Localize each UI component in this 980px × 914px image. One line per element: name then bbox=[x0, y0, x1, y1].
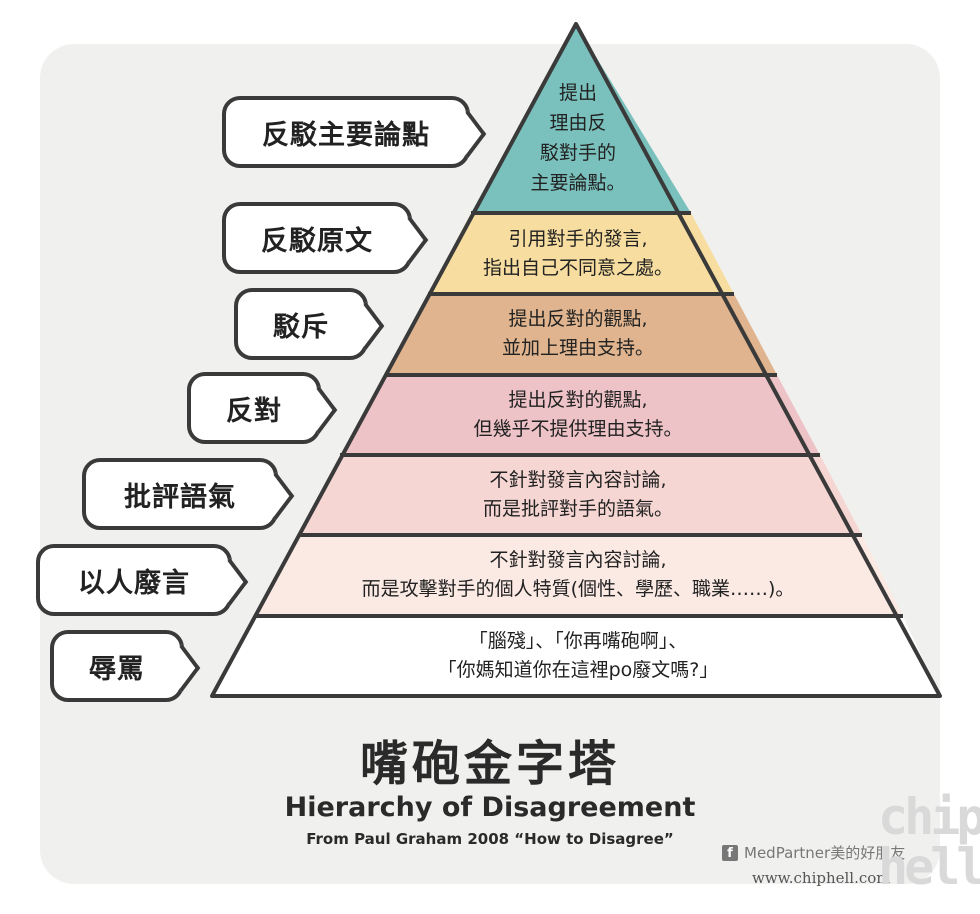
level-7-label: 反駁主要論點 bbox=[262, 119, 430, 151]
watermark-line: hell bbox=[878, 838, 980, 896]
level-7-line-4: 主要論點。 bbox=[530, 172, 626, 194]
level-3-line-2: 而是批評對手的語氣。 bbox=[482, 498, 674, 520]
level-6-line-1: 引用對手的發言, bbox=[508, 228, 648, 250]
level-3-line-1: 不針對發言內容討論, bbox=[489, 469, 667, 491]
credit-text: MedPartner美的好朋友 bbox=[744, 844, 906, 862]
pyramid-outline bbox=[210, 22, 942, 698]
credit: f MedPartner美的好朋友 bbox=[722, 842, 905, 863]
level-4-line-2: 但幾乎不提供理由支持。 bbox=[473, 418, 683, 440]
pyramid-level-6 bbox=[428, 213, 734, 294]
level-1-description: 「腦殘」、「你再嘴砲啊」、 「你媽知道你在這裡po廢文嗎?」 bbox=[438, 627, 719, 685]
level-5-line-1: 提出反對的觀點, bbox=[508, 308, 648, 330]
level-6-bubble: 反駁原文 bbox=[222, 202, 429, 274]
level-5-line-2: 並加上理由支持。 bbox=[501, 337, 655, 359]
level-1-label: 辱罵 bbox=[89, 653, 145, 685]
pyramid-level-2 bbox=[256, 535, 903, 616]
source-citation: From Paul Graham 2008 “How to Disagree” bbox=[306, 830, 674, 848]
level-2-label: 以人廢言 bbox=[78, 567, 190, 599]
level-7-line-1: 提出 bbox=[558, 82, 598, 104]
level-3-description: 不針對發言內容討論, 而是批評對手的語氣。 bbox=[483, 466, 673, 524]
level-2-description: 不針對發言內容討論, 而是攻擊對手的個人特質(個性、學歷、職業……)。 bbox=[362, 546, 795, 604]
level-7-line-3: 駁對手的 bbox=[539, 142, 617, 164]
level-4-line-1: 提出反對的觀點, bbox=[508, 389, 648, 411]
title-english: Hierarchy of Disagreement bbox=[284, 792, 696, 823]
level-5-bubble: 駁斥 bbox=[234, 288, 385, 360]
level-7-line-2: 理由反 bbox=[549, 112, 607, 134]
level-7-bubble: 反駁主要論點 bbox=[222, 96, 487, 168]
level-6-label: 反駁原文 bbox=[261, 225, 373, 257]
pyramid-level-4 bbox=[340, 375, 820, 455]
level-3-label: 批評語氣 bbox=[124, 481, 236, 513]
pyramid-level-7 bbox=[471, 24, 691, 213]
pyramid-level-5 bbox=[385, 294, 777, 375]
level-3-bubble: 批評語氣 bbox=[82, 458, 295, 530]
facebook-icon: f bbox=[722, 844, 738, 861]
level-7-description: 提出 理由反 駁對手的 主要論點。 bbox=[530, 78, 625, 198]
title-chinese: 嘴砲金字塔 bbox=[359, 736, 620, 792]
level-2-line-2: 而是攻擊對手的個人特質(個性、學歷、職業……)。 bbox=[361, 578, 795, 600]
watermark-line: chip bbox=[878, 788, 980, 846]
level-2-line-1: 不針對發言內容討論, bbox=[489, 549, 667, 571]
level-6-description: 引用對手的發言, 指出自己不同意之處。 bbox=[483, 225, 673, 283]
level-1-line-1: 「腦殘」、「你再嘴砲啊」、 bbox=[468, 630, 688, 652]
level-2-bubble: 以人廢言 bbox=[36, 544, 249, 616]
level-6-line-2: 指出自己不同意之處。 bbox=[482, 257, 674, 279]
pyramid-level-1 bbox=[212, 616, 940, 696]
pyramid-level-3 bbox=[298, 455, 862, 535]
level-1-line-2: 「你媽知道你在這裡po廢文嗎?」 bbox=[437, 659, 719, 681]
level-4-description: 提出反對的觀點, 但幾乎不提供理由支持。 bbox=[473, 386, 682, 444]
level-4-label: 反對 bbox=[226, 395, 282, 427]
level-1-bubble: 辱罵 bbox=[50, 630, 201, 702]
site-url: www.chiphell.com bbox=[752, 869, 891, 887]
level-5-description: 提出反對的觀點, 並加上理由支持。 bbox=[502, 305, 654, 363]
level-5-label: 駁斥 bbox=[273, 311, 329, 343]
level-4-bubble: 反對 bbox=[187, 372, 338, 444]
